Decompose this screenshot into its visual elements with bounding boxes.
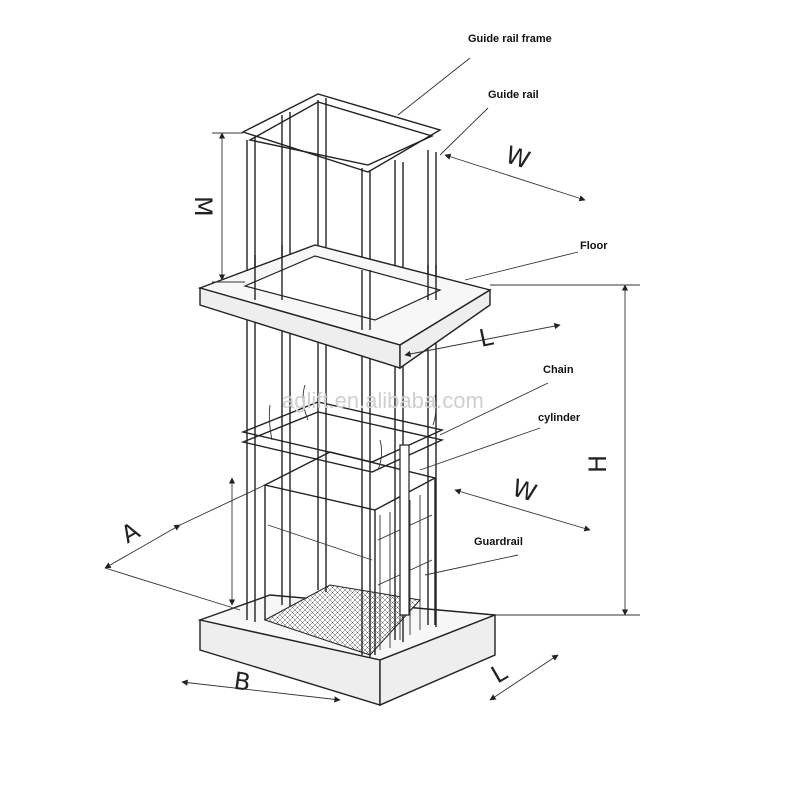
dim-L-bottom: L (486, 658, 512, 689)
lift-car (240, 384, 445, 655)
dim-B: B (232, 667, 252, 697)
watermark: aglift.en.alibaba.com (282, 388, 484, 413)
label-guide-rail-frame: Guide rail frame (468, 33, 552, 45)
dim-L-top: L (477, 323, 497, 353)
dim-W-top: W (502, 141, 533, 175)
label-cylinder: cylinder (538, 412, 581, 424)
guide-rails (246, 98, 437, 658)
label-floor: Floor (580, 240, 608, 252)
dim-A: A (116, 516, 145, 549)
label-chain: Chain (543, 364, 574, 376)
callout-leaders (397, 57, 579, 576)
dim-M: M (189, 196, 217, 217)
upper-floor-slab (197, 244, 492, 370)
dim-W-bottom: W (509, 474, 540, 508)
rails-over-slab (254, 245, 437, 330)
label-guardrail: Guardrail (474, 536, 523, 548)
label-guide-rail: Guide rail (488, 89, 539, 101)
dim-H: H (584, 455, 612, 473)
dimension-lines (104, 132, 640, 703)
guide-rail-frame (241, 93, 442, 173)
